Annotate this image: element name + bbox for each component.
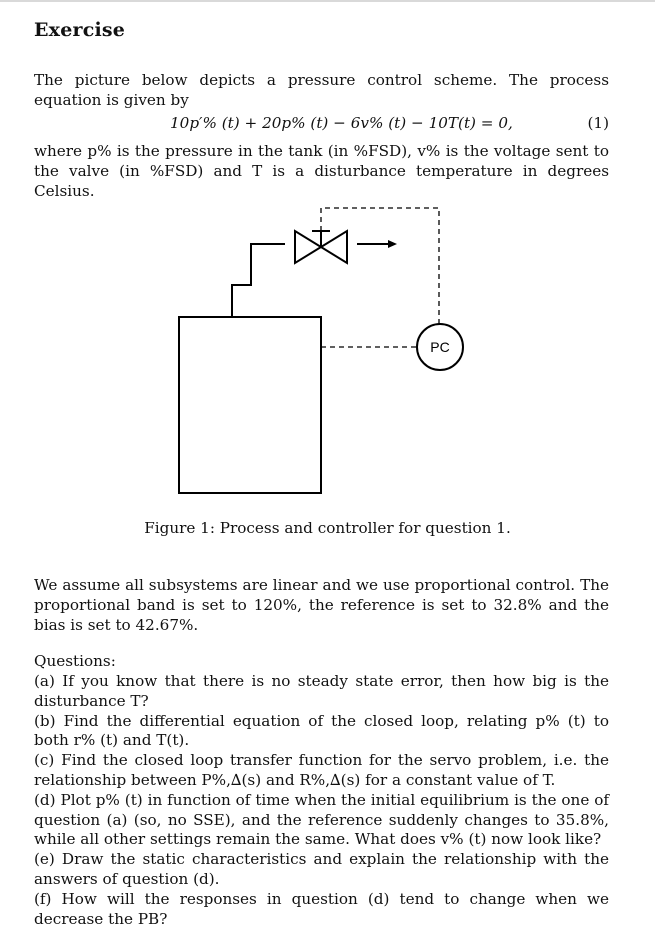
- process-equation: 10p′% (t) + 20p% (t) − 6v% (t) − 10T(t) …: [170, 114, 513, 132]
- question-a: (a) If you know that there is no steady …: [34, 672, 609, 710]
- controller-output-signal: [320, 207, 440, 324]
- controller-label: PC: [430, 339, 449, 355]
- intro-paragraph: The picture below depicts a pressure con…: [34, 71, 609, 109]
- process-pipe: [231, 243, 285, 317]
- top-border: [0, 0, 655, 2]
- assumptions-paragraph: We assume all subsystems are linear and …: [34, 576, 609, 634]
- questions-list: (a) If you know that there is no steady …: [34, 672, 609, 929]
- control-valve-icon: [294, 229, 348, 265]
- question-c: (c) Find the closed loop transfer functi…: [34, 751, 609, 789]
- question-f: (f) How will the responses in question (…: [34, 889, 609, 928]
- question-d: (d) Plot p% (t) in function of time when…: [34, 790, 609, 849]
- question-b: (b) Find the differential equation of th…: [34, 711, 609, 750]
- pressure-controller: [416, 323, 464, 371]
- figure-caption: Figure 1: Process and controller for que…: [144, 519, 511, 537]
- outlet-arrow-icon: [388, 240, 397, 248]
- definitions-paragraph: where p% is the pressure in the tank (in…: [34, 142, 609, 200]
- section-heading: Exercise: [34, 19, 126, 41]
- tank: [178, 316, 322, 494]
- questions-heading: Questions:: [34, 652, 116, 670]
- equation-number: (1): [587, 114, 609, 132]
- process-diagram: PC: [178, 207, 464, 494]
- question-e: (e) Draw the static characteristics and …: [34, 850, 609, 888]
